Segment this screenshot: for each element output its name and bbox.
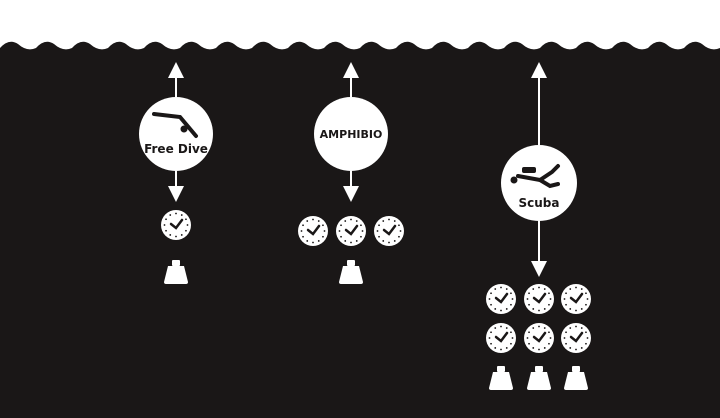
free-dive-circle — [139, 97, 213, 171]
weight-icon — [564, 366, 588, 390]
weight-icon — [489, 366, 513, 390]
clock-icon — [161, 210, 191, 240]
weight-icon — [339, 260, 363, 284]
free-dive-label: Free Dive — [144, 142, 208, 156]
diver-jump-icon — [152, 112, 198, 138]
scuba-diver-icon — [510, 164, 560, 189]
column-free-dive: Free Dive — [139, 62, 213, 202]
clock-icon — [486, 323, 516, 353]
clock-icon — [561, 284, 591, 314]
clock-icon — [336, 216, 366, 246]
column-amphibio: AMPHIBIO — [314, 62, 388, 202]
clock-icon — [486, 284, 516, 314]
scuba-label: Scuba — [519, 196, 560, 210]
amphibio-circle — [314, 97, 388, 171]
clock-icon — [298, 216, 328, 246]
amphibio-label: AMPHIBIO — [320, 128, 383, 141]
weight-icon — [164, 260, 188, 284]
clock-icon — [524, 284, 554, 314]
clock-icon — [374, 216, 404, 246]
clock-icon — [524, 323, 554, 353]
weight-icon — [527, 366, 551, 390]
clock-icon — [561, 323, 591, 353]
column-scuba: Scuba — [501, 62, 577, 277]
